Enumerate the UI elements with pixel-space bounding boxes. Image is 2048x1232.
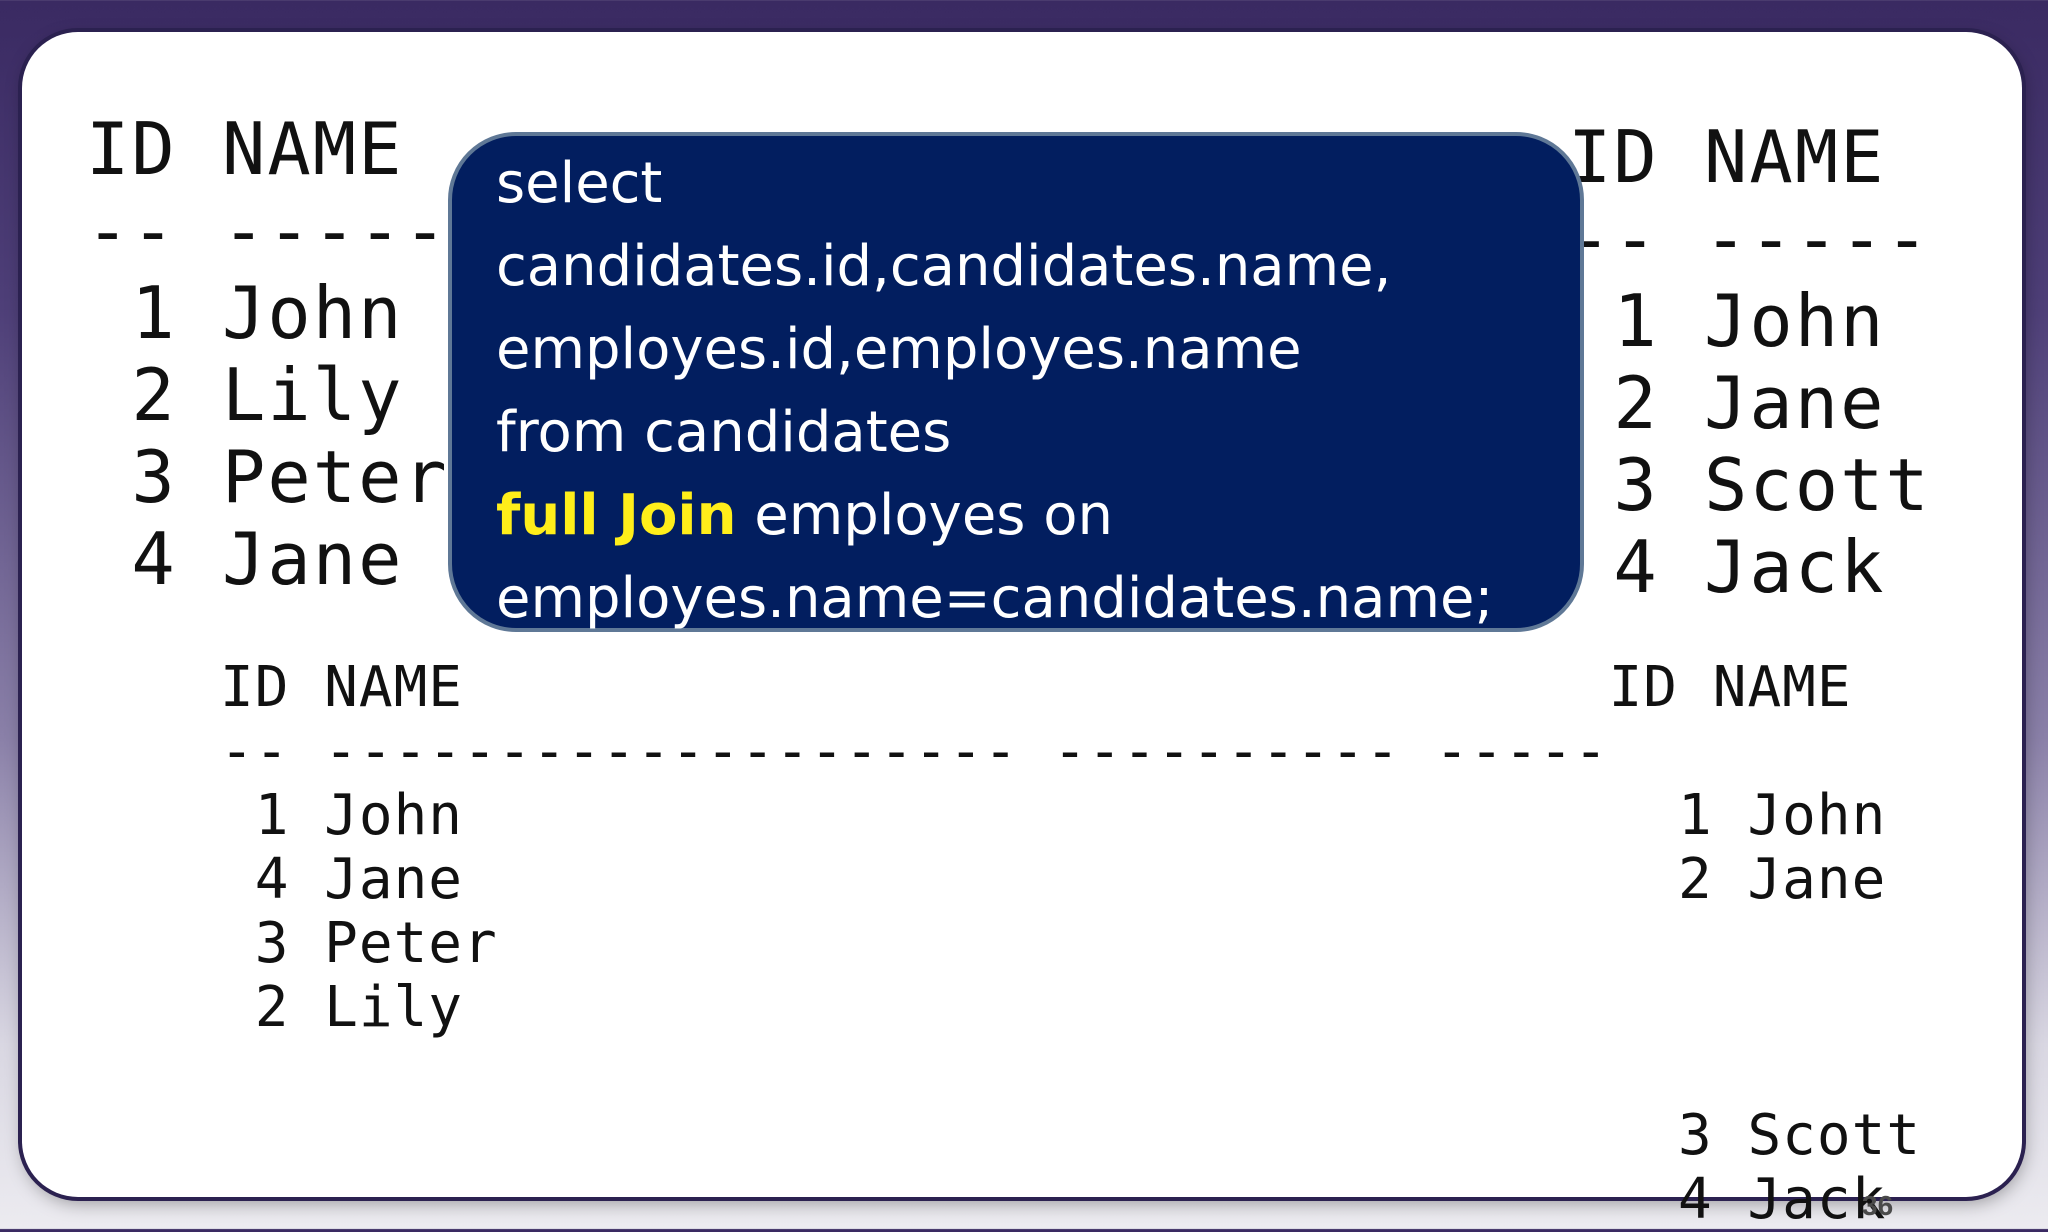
table-row: 4 Jane [86, 517, 404, 601]
query-line: from candidates [496, 400, 952, 465]
employes-table: ID NAME-- ----- 1 John 2 Jane 3 Scott 4 … [1568, 116, 1931, 608]
table-row: 3 Scott [1568, 443, 1931, 527]
result-row [220, 1040, 1921, 1104]
table-row: 1 John [86, 271, 404, 355]
query-line: employes.id,employes.name [496, 317, 1302, 382]
table-row: 1 John [1568, 279, 1886, 363]
sql-query-callout: select candidates.id,candidates.name, em… [448, 132, 1584, 632]
result-row: 2 Lily [220, 975, 464, 1040]
candidates-table: ID NAME-- ----- 1 John 2 Lily 3 Peter 4 … [86, 108, 449, 600]
query-line: candidates.id,candidates.name, [496, 234, 1392, 299]
join-keyword: full Join [496, 483, 737, 548]
result-separator: -- -------------------- ---------- ----- [220, 719, 1609, 784]
result-table: ID NAME ID NAME-- -------------------- -… [220, 656, 1921, 1232]
table-header: ID NAME [1568, 115, 1886, 199]
query-line: employes.name=candidates.name; [496, 566, 1494, 631]
result-header: ID NAME ID NAME [220, 655, 1852, 720]
table-separator: -- ----- [86, 189, 449, 273]
result-row: 3 Scott [220, 1103, 1922, 1168]
result-row: 1 John 1 John [220, 783, 1887, 848]
table-row: 3 Peter [86, 435, 449, 519]
slide-number: 36 [1862, 1190, 1894, 1221]
table-row: 2 Jane [1568, 361, 1886, 445]
table-separator: -- ----- [1568, 197, 1931, 281]
result-row: 4 Jane 2 Jane [220, 847, 1887, 912]
table-row: 4 Jack [1568, 525, 1886, 609]
table-header: ID NAME [86, 107, 404, 191]
query-line: full Join employes on [496, 474, 1580, 557]
table-row: 2 Lily [86, 353, 404, 437]
query-line: select [496, 151, 663, 216]
result-row: 4 Jack [220, 1167, 1887, 1232]
query-text: employes on [736, 483, 1113, 548]
result-row: 3 Peter [220, 911, 498, 976]
